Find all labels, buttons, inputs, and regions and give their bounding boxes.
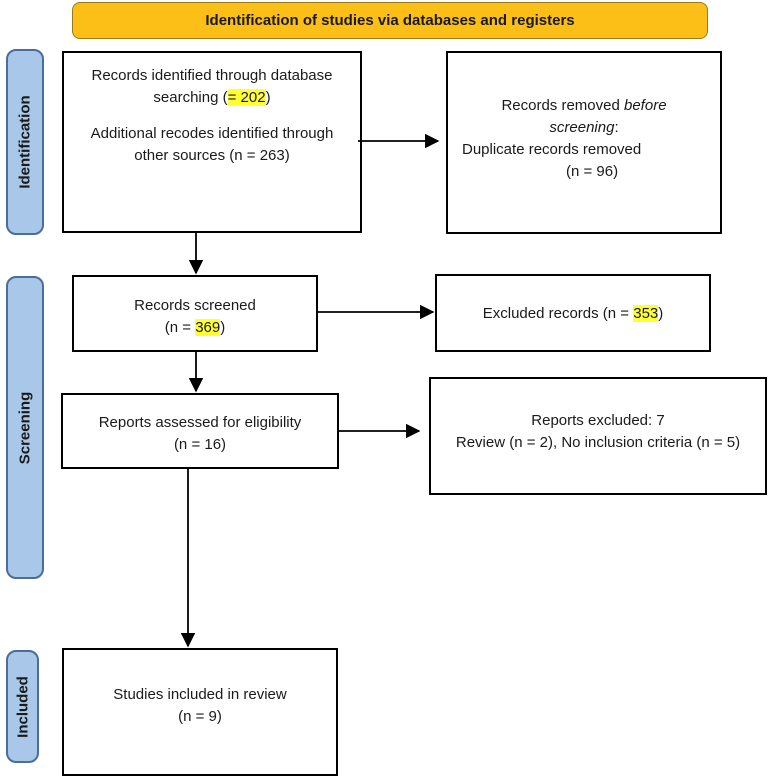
records-identified-line4: other sources (n = 263) <box>134 147 290 164</box>
phase-identification: Identification <box>6 49 44 235</box>
reports-excluded-line2: Review (n = 2), No inclusion criteria (n… <box>455 434 741 451</box>
records-screened-box: Records screened (n = 369) <box>72 275 318 352</box>
phase-included: Included <box>6 650 39 763</box>
records-identified-line1: Records identified through database <box>91 67 333 84</box>
records-removed-line1-text: Records removed <box>501 97 620 114</box>
records-identified-line2: searching (= 202) <box>64 87 360 109</box>
reports-excluded-box: Reports excluded: 7 Review (n = 2), No i… <box>429 377 767 495</box>
records-identified-count-highlight: = 202 <box>227 89 266 106</box>
phase-screening: Screening <box>6 276 44 579</box>
records-removed-line4: (n = 96) <box>566 163 619 180</box>
records-identified-line2-text: searching ( <box>153 89 228 106</box>
excluded-records-line1-text: Excluded records (n = <box>482 305 634 322</box>
excluded-records-box: Excluded records (n = 353) <box>435 274 711 352</box>
reports-assessed-line2: (n = 16) <box>173 436 227 453</box>
records-screened-count-highlight: 369 <box>195 319 221 336</box>
header-title-text: Identification of studies via databases … <box>205 12 575 29</box>
records-removed-line1: Records removed before <box>448 95 720 117</box>
excluded-records-line1: Excluded records (n = 353) <box>437 303 709 325</box>
reports-assessed-box: Reports assessed for eligibility (n = 16… <box>61 393 339 469</box>
reports-assessed-line1: Reports assessed for eligibility <box>98 414 302 431</box>
studies-included-line2: (n = 9) <box>178 708 222 725</box>
records-screened-line1: Records screened <box>134 297 256 314</box>
records-removed-line1-italic: before <box>624 97 667 114</box>
records-screened-line2-text: (n = <box>164 319 196 336</box>
records-removed-line2-italic: screening <box>549 119 615 136</box>
records-removed-box: Records removed before screening: Duplic… <box>446 51 722 234</box>
excluded-records-count-highlight: 353 <box>633 305 659 322</box>
records-screened-line2: (n = 369) <box>74 317 316 339</box>
records-identified-box: Records identified through database sear… <box>62 51 362 233</box>
header-title: Identification of studies via databases … <box>72 2 708 39</box>
records-identified-line3: Additional recodes identified through <box>90 125 334 142</box>
studies-included-line1: Studies included in review <box>113 686 287 703</box>
studies-included-box: Studies included in review (n = 9) <box>62 648 338 776</box>
records-removed-line2: screening: <box>448 117 720 139</box>
records-screened-line2-end: ) <box>220 319 226 336</box>
records-identified-line2-end: ) <box>265 89 271 106</box>
excluded-records-line1-end: ) <box>658 305 664 322</box>
records-removed-line3: Duplicate records removed <box>462 141 642 158</box>
records-removed-line2-end: : <box>614 119 619 136</box>
reports-excluded-line1: Reports excluded: 7 <box>531 412 665 429</box>
